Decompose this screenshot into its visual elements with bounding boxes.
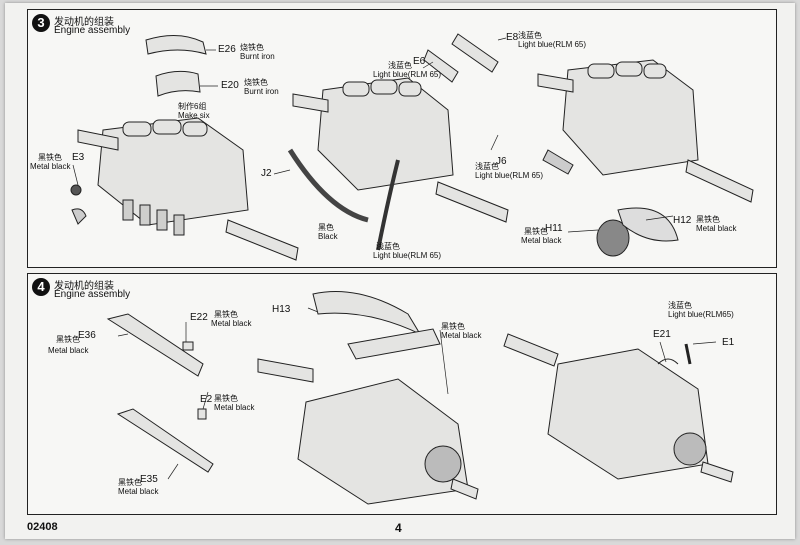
make-six-note-en: Make six <box>178 111 210 120</box>
part-h13-color-en: Metal black <box>441 331 482 340</box>
step-title-cn: 发动机的组装 <box>54 17 114 28</box>
step-3-engine-illustration <box>70 33 754 261</box>
part-e22-color-cn: 黑铁色 <box>214 310 238 319</box>
part-e20-color-en: Burnt iron <box>244 87 279 96</box>
part-e20-color-cn: 烧铁色 <box>244 78 268 87</box>
part-e20-code: E20 <box>221 80 239 91</box>
part-h12-color-en: Metal black <box>696 224 737 233</box>
pipe-color-en: Light blue(RLM 65) <box>373 251 442 260</box>
part-e8-color-en: Light blue(RLM 65) <box>518 40 587 49</box>
part-e3-color-en: Metal black <box>30 162 71 171</box>
part-h11-code: H11 <box>545 223 563 234</box>
part-h11-color-en: Metal black <box>521 236 562 245</box>
part-e6-color-en: Light blue(RLM 65) <box>373 70 442 79</box>
part-e22-code: E22 <box>190 312 208 323</box>
part-e36-color-en: Metal black <box>48 346 89 355</box>
part-e6-color-cn: 浅蓝色 <box>388 61 412 70</box>
step-number-badge: 4 <box>32 278 50 296</box>
step-title-cn: 发动机的组装 <box>54 281 114 292</box>
part-e35-color-cn: 黑铁色 <box>118 478 142 487</box>
instruction-page: 3 发动机的组装 Engine assembly <box>5 3 795 539</box>
part-e2-color-en: Metal black <box>214 403 255 412</box>
part-e8-color-cn: 浅蓝色 <box>518 31 542 40</box>
part-j6-color-en: Light blue(RLM 65) <box>475 171 544 180</box>
part-j2-color-cn: 黑色 <box>318 223 334 232</box>
part-h11-color-cn: 黑铁色 <box>524 227 548 236</box>
part-e36-code: E36 <box>78 330 96 341</box>
kit-code: 02408 <box>27 521 58 533</box>
part-h13-code: H13 <box>272 304 291 315</box>
part-e6-code: E6 <box>413 56 426 67</box>
step-number-badge: 3 <box>32 14 50 32</box>
part-e26-color-en: Burnt iron <box>240 52 275 61</box>
part-e26-color-cn: 烧铁色 <box>240 43 264 52</box>
part-e22-color-en: Metal black <box>211 319 252 328</box>
part-e3-color-cn: 黑铁色 <box>38 153 62 162</box>
part-h12-color-cn: 黑铁色 <box>696 215 720 224</box>
page-number: 4 <box>395 521 402 535</box>
part-e8-code: E8 <box>506 32 519 43</box>
make-six-note-cn: 制作6组 <box>178 102 207 111</box>
step-4-engine-illustration <box>106 291 734 505</box>
part-e35-code: E35 <box>140 474 158 485</box>
part-e36-color-cn: 黑铁色 <box>56 335 80 344</box>
part-e35-color-en: Metal black <box>118 487 159 496</box>
part-e1-color-cn: 浅蓝色 <box>668 301 692 310</box>
part-j6-code: J6 <box>496 156 507 167</box>
part-h13-color-cn: 黑铁色 <box>441 322 465 331</box>
part-j2-code: J2 <box>261 168 272 179</box>
part-e21-code: E21 <box>653 329 671 340</box>
part-j2-color-en: Black <box>318 232 338 241</box>
step-title-en: Engine assembly <box>54 25 131 36</box>
part-e2-color-cn: 黑铁色 <box>214 394 238 403</box>
pipe-color-cn: 浅蓝色 <box>376 242 400 251</box>
part-j6-color-cn: 浅蓝色 <box>475 162 499 171</box>
part-e26-code: E26 <box>218 44 236 55</box>
part-e1-code: E1 <box>722 337 735 348</box>
part-e2-code: E2 <box>200 394 213 405</box>
part-e3-code: E3 <box>72 152 85 163</box>
part-h12-code: H12 <box>673 215 692 226</box>
step-3-panel: 3 发动机的组装 Engine assembly <box>27 9 777 268</box>
part-e1-color-en: Light blue(RLM65) <box>668 310 734 319</box>
step-title-en: Engine assembly <box>54 289 131 300</box>
step-4-panel: 4 发动机的组装 Engine assembly <box>27 273 777 515</box>
